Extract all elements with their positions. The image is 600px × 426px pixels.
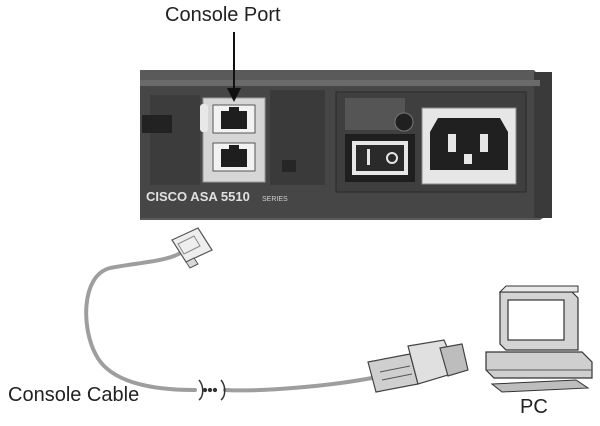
power-inlet [421, 107, 517, 185]
power-switch[interactable] [352, 141, 408, 175]
pc-icon [485, 285, 593, 393]
console-port[interactable] [212, 104, 256, 134]
left-slot [142, 115, 172, 133]
center-grille [270, 90, 325, 185]
console-port-panel [200, 97, 266, 183]
console-cable [84, 248, 374, 393]
series-text: SERIES [262, 196, 288, 203]
console-port-label: Console Port [165, 4, 281, 26]
left-vent [150, 95, 200, 185]
db9-connector [367, 339, 469, 393]
cisco-asa-5510-chassis: CISCO ASA 5510 SERIES [140, 70, 552, 220]
console-cable-label: Console Cable [8, 384, 140, 406]
rj45-connector [171, 227, 213, 269]
brand-text: CISCO ASA 5510 [146, 189, 250, 204]
aux-port [212, 142, 256, 172]
reset-button [282, 160, 296, 172]
pointer-arrow [227, 32, 241, 102]
pc-label: PC [520, 396, 548, 418]
cable-break-marks [198, 379, 226, 401]
power-module [335, 91, 527, 193]
